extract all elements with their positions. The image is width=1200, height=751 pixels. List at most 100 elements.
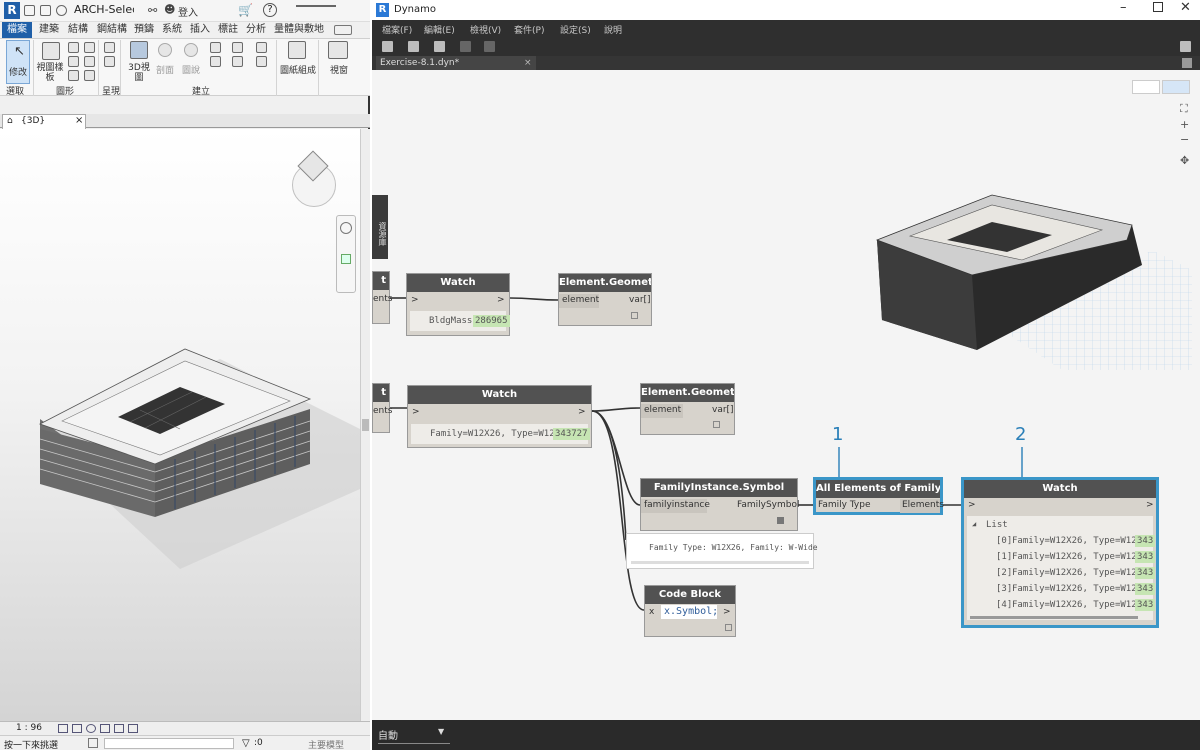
- element-geometry-node-1[interactable]: Element.Geometry element var[]: [558, 273, 652, 326]
- show-crop-icon[interactable]: [128, 724, 138, 733]
- all-elements-node-out[interactable]: Elements: [902, 500, 944, 510]
- preview-toggle-icon[interactable]: [631, 312, 638, 319]
- close-tab-icon[interactable]: ×: [524, 58, 532, 68]
- tab-architecture[interactable]: 建築: [39, 24, 59, 35]
- workset-icon[interactable]: [88, 738, 98, 748]
- graphics-icon-4[interactable]: [84, 42, 95, 53]
- geometry-view-toggle[interactable]: [1132, 80, 1160, 94]
- tab-analyze[interactable]: 分析: [246, 24, 266, 35]
- graphics-icon-2[interactable]: [68, 56, 79, 67]
- detail-level-icon[interactable]: [58, 724, 68, 733]
- element-geometry-node-1-in[interactable]: element: [562, 295, 600, 305]
- shadows-icon[interactable]: [100, 724, 110, 733]
- open-icon[interactable]: [24, 5, 35, 16]
- library-toggle[interactable]: 資源庫: [372, 195, 388, 259]
- drafting-view-icon[interactable]: [232, 42, 243, 53]
- menu-view[interactable]: 檢視(V): [470, 26, 502, 36]
- new-file-icon[interactable]: [382, 41, 393, 52]
- tab-systems[interactable]: 系統: [162, 24, 182, 35]
- window-icon[interactable]: [328, 41, 348, 59]
- tab-steel[interactable]: 鋼結構: [97, 24, 127, 35]
- ribbon-options-icon[interactable]: [334, 25, 352, 35]
- graphics-icon-1[interactable]: [68, 42, 79, 53]
- menu-packages[interactable]: 套件(P): [514, 26, 545, 36]
- elevation-icon[interactable]: [210, 56, 221, 67]
- tab-file[interactable]: 檔案: [2, 22, 32, 38]
- 3d-view-icon[interactable]: [130, 41, 148, 59]
- user-icon[interactable]: ☻: [164, 3, 176, 16]
- pan-icon[interactable]: ✥: [1180, 154, 1190, 167]
- workset-dropdown[interactable]: [104, 738, 234, 749]
- graphics-icon-5[interactable]: [84, 56, 95, 67]
- tab-insert[interactable]: 插入: [190, 24, 210, 35]
- help-icon[interactable]: ?: [263, 3, 277, 17]
- model-selector[interactable]: 主要模型: [308, 741, 345, 751]
- partial-node-1-out[interactable]: ents: [373, 294, 393, 304]
- element-geometry-node-2-out[interactable]: var[]: [712, 405, 734, 415]
- graphics-icon-6[interactable]: [84, 70, 95, 81]
- preview-scrollbar[interactable]: [631, 561, 809, 564]
- partial-node-1[interactable]: t ents: [372, 271, 393, 324]
- family-instance-symbol-node-in[interactable]: familyinstance: [644, 500, 710, 510]
- crop-icon[interactable]: [114, 724, 124, 733]
- file-tab[interactable]: Exercise-8.1.dyn* ×: [376, 56, 536, 70]
- open-file-icon[interactable]: [408, 41, 419, 52]
- zoom-in-icon[interactable]: +: [1180, 118, 1190, 131]
- callout-icon[interactable]: [184, 43, 198, 57]
- section-icon[interactable]: [158, 43, 172, 57]
- preview-toggle-icon[interactable]: [725, 624, 732, 631]
- tab-annotate[interactable]: 標註: [218, 24, 238, 35]
- code-block-node[interactable]: Code Block x x.Symbol; >: [644, 585, 736, 637]
- zoom-icon[interactable]: [341, 254, 351, 264]
- partial-node-2[interactable]: t ents: [372, 383, 393, 433]
- watch-node-3[interactable]: Watch > > ◢ List [0] Family=W12X26, Type…: [961, 477, 1159, 628]
- menu-edit[interactable]: 編輯(E): [424, 26, 455, 36]
- element-geometry-node-2[interactable]: Element.Geometry element var[]: [640, 383, 735, 435]
- visual-style-icon[interactable]: [72, 724, 82, 733]
- watch-node-3-out[interactable]: >: [1146, 500, 1154, 510]
- steering-wheel-icon[interactable]: [340, 222, 352, 234]
- binoculars-icon[interactable]: ⚯: [148, 4, 158, 17]
- maximize-icon[interactable]: [1153, 2, 1163, 12]
- view-templates-icon[interactable]: [42, 42, 60, 60]
- menu-settings[interactable]: 設定(S): [560, 26, 591, 36]
- family-instance-symbol-node[interactable]: FamilyInstance.Symbol familyinstance Fam…: [640, 478, 800, 531]
- sheet-composition-icon[interactable]: [288, 41, 306, 59]
- watch-node-1-in[interactable]: >: [411, 295, 419, 305]
- partial-node-2-out[interactable]: ents: [373, 406, 393, 416]
- sheet-composition-label[interactable]: 圖紙組成: [280, 66, 317, 76]
- view-tab-3d[interactable]: ⌂ {3D} ×: [2, 114, 86, 129]
- run-mode-dropdown[interactable]: 自動 ▼: [378, 727, 450, 744]
- canvas-scroll-icon[interactable]: [1182, 58, 1192, 68]
- legends-icon[interactable]: [256, 56, 267, 67]
- watch-node-1-out[interactable]: >: [497, 295, 505, 305]
- cart-icon[interactable]: 🛒: [238, 3, 253, 17]
- presentation-icon-2[interactable]: [104, 56, 115, 67]
- tab-massing-site[interactable]: 量體與敷地: [274, 24, 324, 35]
- screenshot-icon[interactable]: [1180, 41, 1191, 52]
- redo-icon[interactable]: [484, 41, 495, 52]
- window-label[interactable]: 視窗: [330, 66, 349, 76]
- minimize-icon[interactable]: –: [1120, 0, 1127, 15]
- watch-node-3-in[interactable]: >: [968, 500, 976, 510]
- list-collapse-icon[interactable]: ◢: [972, 520, 977, 528]
- section-label[interactable]: 剖面: [156, 66, 175, 76]
- minimize-icon[interactable]: [296, 5, 336, 7]
- save-icon[interactable]: [40, 5, 51, 16]
- plan-views-icon[interactable]: [210, 42, 221, 53]
- watch-node-2-out[interactable]: >: [578, 407, 586, 417]
- filter-icon[interactable]: ▽: [242, 738, 250, 749]
- zoom-fit-icon[interactable]: ⛶: [1180, 102, 1188, 115]
- graph-canvas[interactable]: ⛶ + − ✥ t ents: [372, 70, 1200, 720]
- 3d-view-label[interactable]: 3D視圖: [128, 63, 150, 83]
- watch-node-1[interactable]: Watch > > BldgMass 286965: [406, 273, 510, 336]
- tab-precast[interactable]: 預鑄: [134, 24, 154, 35]
- all-elements-node-in[interactable]: Family Type: [818, 500, 871, 510]
- family-instance-symbol-node-out[interactable]: FamilySymbol: [737, 500, 800, 510]
- scale-label[interactable]: 1 : 96: [16, 723, 42, 733]
- graph-view-toggle[interactable]: [1162, 80, 1190, 94]
- sun-path-icon[interactable]: [86, 724, 96, 733]
- tab-structure[interactable]: 結構: [68, 24, 88, 35]
- close-icon[interactable]: ✕: [1180, 0, 1191, 15]
- close-icon[interactable]: ×: [75, 115, 84, 126]
